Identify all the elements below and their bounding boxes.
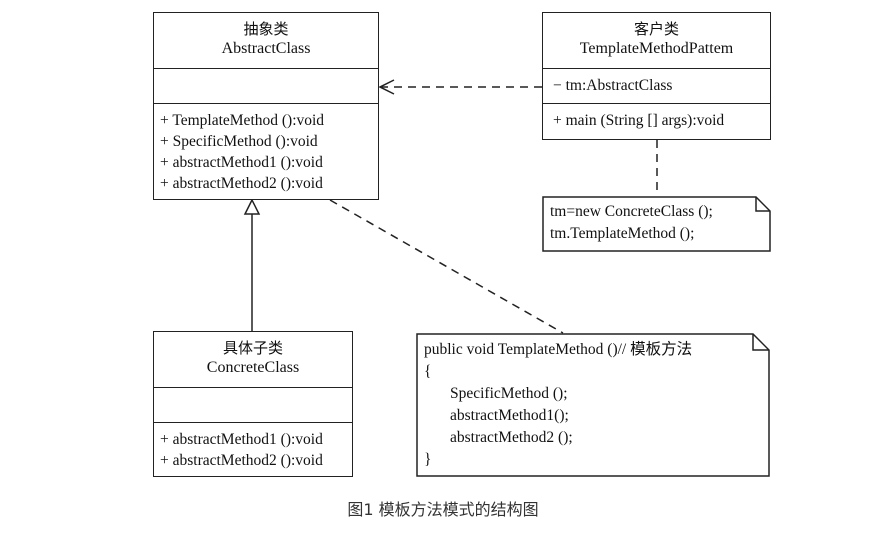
client-method: + main (String [] args):void (553, 112, 725, 129)
template-note-line: SpecificMethod (); (450, 385, 568, 402)
template-method-note: public void TemplateMethod ()// 模板方法 { S… (416, 333, 770, 477)
concrete-class-cn-name: 具体子类 (222, 339, 283, 357)
abstract-method-item: + TemplateMethod ():void (160, 112, 325, 129)
concrete-method-item: + abstractMethod1 ():void (160, 431, 323, 448)
abstract-method-item: + SpecificMethod ():void (160, 133, 318, 150)
concrete-class-box: 具体子类 ConcreteClass + abstractMethod1 ():… (153, 331, 353, 477)
client-note-line: tm.TemplateMethod (); (550, 225, 695, 242)
client-class-methods: + main (String [] args):void (543, 104, 770, 131)
concrete-class-name: ConcreteClass (206, 359, 300, 376)
dependency-arrowhead (378, 79, 395, 95)
abstract-class-attributes (154, 69, 378, 104)
template-note-link (329, 199, 564, 334)
abstract-method-item: + abstractMethod2 ():void (160, 175, 323, 192)
template-note-line: abstractMethod1(); (450, 407, 569, 424)
abstract-class-methods: + TemplateMethod ():void + SpecificMetho… (154, 104, 378, 194)
client-attribute: − tm:AbstractClass (553, 77, 673, 94)
client-note-line: tm=new ConcreteClass (); (550, 203, 713, 220)
concrete-class-methods: + abstractMethod1 ():void + abstractMeth… (154, 423, 352, 471)
client-class-header: 客户类 TemplateMethodPattem (543, 13, 770, 69)
concrete-method-item: + abstractMethod2 ():void (160, 452, 323, 469)
abstract-method-item: + abstractMethod1 ():void (160, 154, 323, 171)
concrete-class-header: 具体子类 ConcreteClass (154, 332, 352, 388)
abstract-class-header: 抽象类 AbstractClass (154, 13, 378, 69)
client-class-cn-name: 客户类 (633, 20, 679, 38)
note-shape (416, 333, 770, 477)
client-note: tm=new ConcreteClass (); tm.TemplateMeth… (542, 196, 771, 252)
note-shape (542, 196, 771, 252)
client-class-attributes: − tm:AbstractClass (543, 69, 770, 104)
abstract-class-name: AbstractClass (221, 40, 311, 57)
client-class-name: TemplateMethodPattem (579, 40, 734, 57)
client-class-box: 客户类 TemplateMethodPattem − tm:AbstractCl… (542, 12, 771, 140)
concrete-class-attributes (154, 388, 352, 423)
abstract-class-box: 抽象类 AbstractClass + TemplateMethod ():vo… (153, 12, 379, 200)
template-note-line: } (424, 451, 432, 468)
abstract-class-cn-name: 抽象类 (243, 20, 289, 38)
template-note-line: { (424, 363, 432, 380)
figure-caption: 图1 模板方法模式的结构图 (347, 500, 539, 519)
template-note-line: abstractMethod2 (); (450, 429, 573, 446)
template-note-line: public void TemplateMethod ()// 模板方法 (424, 341, 693, 358)
generalization-arrowhead (243, 198, 261, 215)
